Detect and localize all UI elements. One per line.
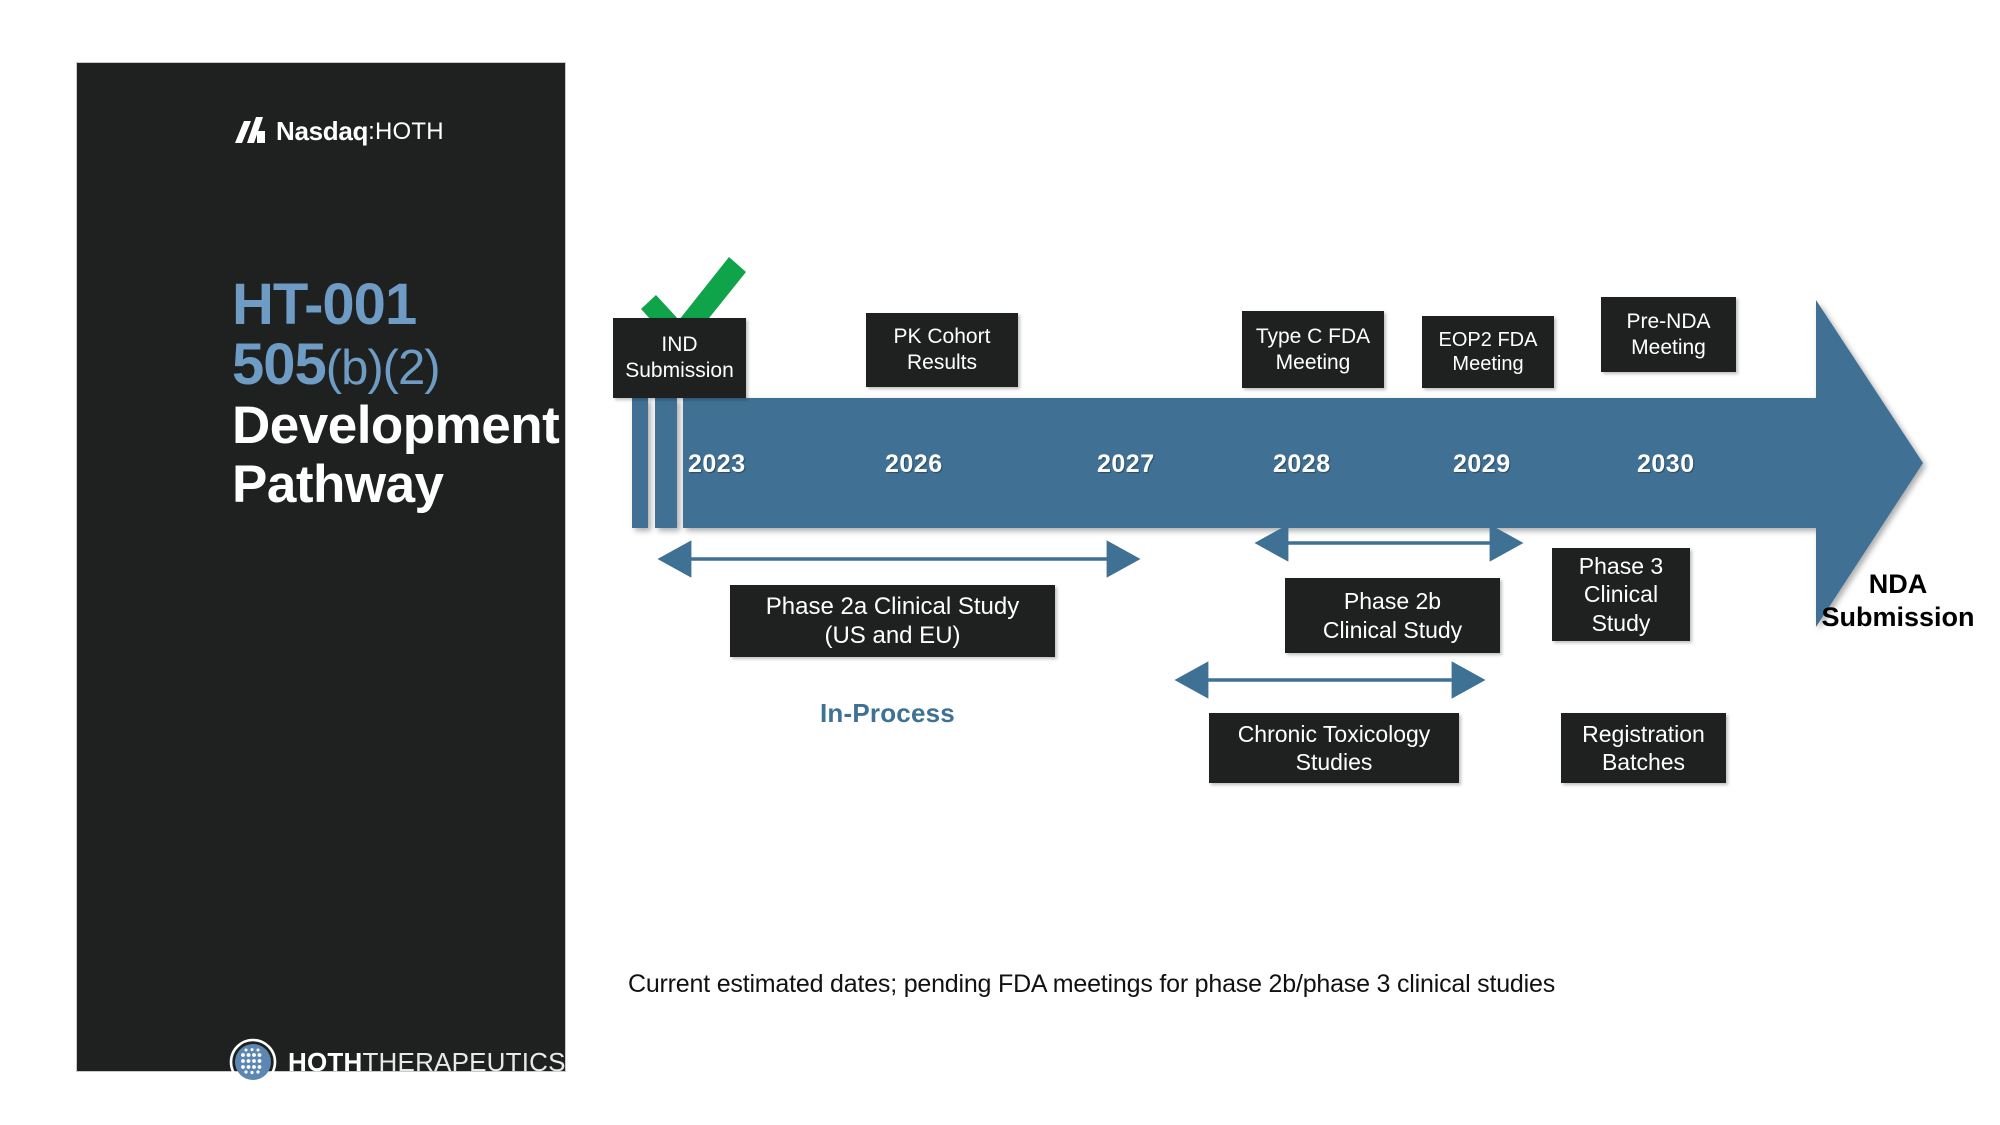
nasdaq-name: Nasdaq bbox=[276, 116, 369, 146]
page-title: HT-001 505(b)(2) Development Pathway bbox=[232, 272, 560, 514]
company-name-light: THERAPEUTICS bbox=[362, 1046, 566, 1077]
nda-submission-text: NDA Submission bbox=[1821, 569, 1975, 632]
company-logo: HOTHTHERAPEUTICS bbox=[229, 1038, 566, 1086]
year-label-2026: 2026 bbox=[885, 450, 943, 478]
milestone-box-pre-nda-meeting[interactable]: Pre-NDA Meeting bbox=[1601, 297, 1736, 372]
timeline-end-label-nda-submission: NDA Submission bbox=[1803, 568, 1993, 634]
footnote: Current estimated dates; pending FDA mee… bbox=[628, 970, 1555, 998]
year-label-2030: 2030 bbox=[1637, 450, 1695, 478]
year-label-2029: 2029 bbox=[1453, 450, 1511, 478]
milestone-label: PK Cohort Results bbox=[893, 325, 991, 374]
activity-box-registration-batches[interactable]: Registration Batches bbox=[1561, 713, 1726, 783]
activity-label-line-2: Clinical bbox=[1583, 581, 1659, 608]
title-line-2-bold: 505 bbox=[232, 332, 327, 398]
status-badge-in-process: In-Process bbox=[820, 698, 955, 728]
milestone-label: IND Submission bbox=[625, 333, 734, 382]
timeline-tick-bar-1 bbox=[632, 398, 648, 528]
timeline-tick-bar-2 bbox=[655, 398, 677, 528]
milestone-box-eop2-fda-meeting[interactable]: EOP2 FDA Meeting bbox=[1422, 316, 1554, 388]
year-label-2027: 2027 bbox=[1097, 450, 1155, 478]
year-label-2028: 2028 bbox=[1273, 450, 1331, 478]
milestone-box-type-c-fda-meeting[interactable]: Type C FDA Meeting bbox=[1242, 311, 1384, 388]
activity-box-chronic-toxicology[interactable]: Chronic Toxicology Studies bbox=[1209, 713, 1459, 783]
milestone-box-pk-cohort-results[interactable]: PK Cohort Results bbox=[866, 313, 1018, 387]
nasdaq-separator: : bbox=[368, 117, 375, 145]
nasdaq-logo-icon bbox=[235, 116, 265, 143]
title-line-1: HT-001 bbox=[232, 272, 417, 337]
activity-label-line-1: Phase 2b bbox=[1343, 588, 1442, 615]
milestone-label: Pre-NDA Meeting bbox=[1626, 309, 1711, 359]
milestone-label: Type C FDA Meeting bbox=[1255, 324, 1371, 374]
nasdaq-listing: Nasdaq : HOTH bbox=[235, 116, 444, 147]
hoth-circle-icon bbox=[229, 1038, 277, 1086]
activity-label-line-1: Chronic Toxicology bbox=[1237, 720, 1431, 747]
company-name-bold: HOTH bbox=[288, 1046, 363, 1077]
title-line-3: Development bbox=[232, 395, 560, 455]
activity-label-line-3: Study bbox=[1591, 609, 1651, 636]
title-panel: Nasdaq : HOTH HT-001 505(b)(2) Developme… bbox=[76, 62, 566, 1086]
milestone-box-ind-submission[interactable]: IND Submission bbox=[613, 318, 746, 398]
activity-box-phase-2a[interactable]: Phase 2a Clinical Study (US and EU) bbox=[730, 585, 1055, 657]
activity-label-line-1: Phase 2a Clinical Study bbox=[765, 592, 1020, 620]
year-label-2023: 2023 bbox=[688, 450, 746, 478]
activity-label-line-2: Clinical Study bbox=[1322, 616, 1463, 643]
activity-label-line-1: Registration bbox=[1582, 720, 1705, 747]
title-line-2-light: (b)(2) bbox=[325, 341, 441, 396]
activity-label-line-1: Phase 3 bbox=[1578, 553, 1664, 580]
activity-label-line-2: (US and EU) bbox=[824, 622, 961, 649]
activity-box-phase-3[interactable]: Phase 3 Clinical Study bbox=[1552, 548, 1690, 641]
title-line-4: Pathway bbox=[232, 454, 444, 514]
activity-label-line-2: Studies bbox=[1295, 749, 1373, 775]
activity-label-line-2: Batches bbox=[1601, 749, 1686, 775]
company-logo-wordmark: HOTHTHERAPEUTICS bbox=[288, 1047, 566, 1078]
activity-box-phase-2b[interactable]: Phase 2b Clinical Study bbox=[1285, 578, 1500, 653]
nasdaq-ticker: HOTH bbox=[375, 117, 444, 145]
milestone-label: EOP2 FDA Meeting bbox=[1438, 328, 1538, 375]
